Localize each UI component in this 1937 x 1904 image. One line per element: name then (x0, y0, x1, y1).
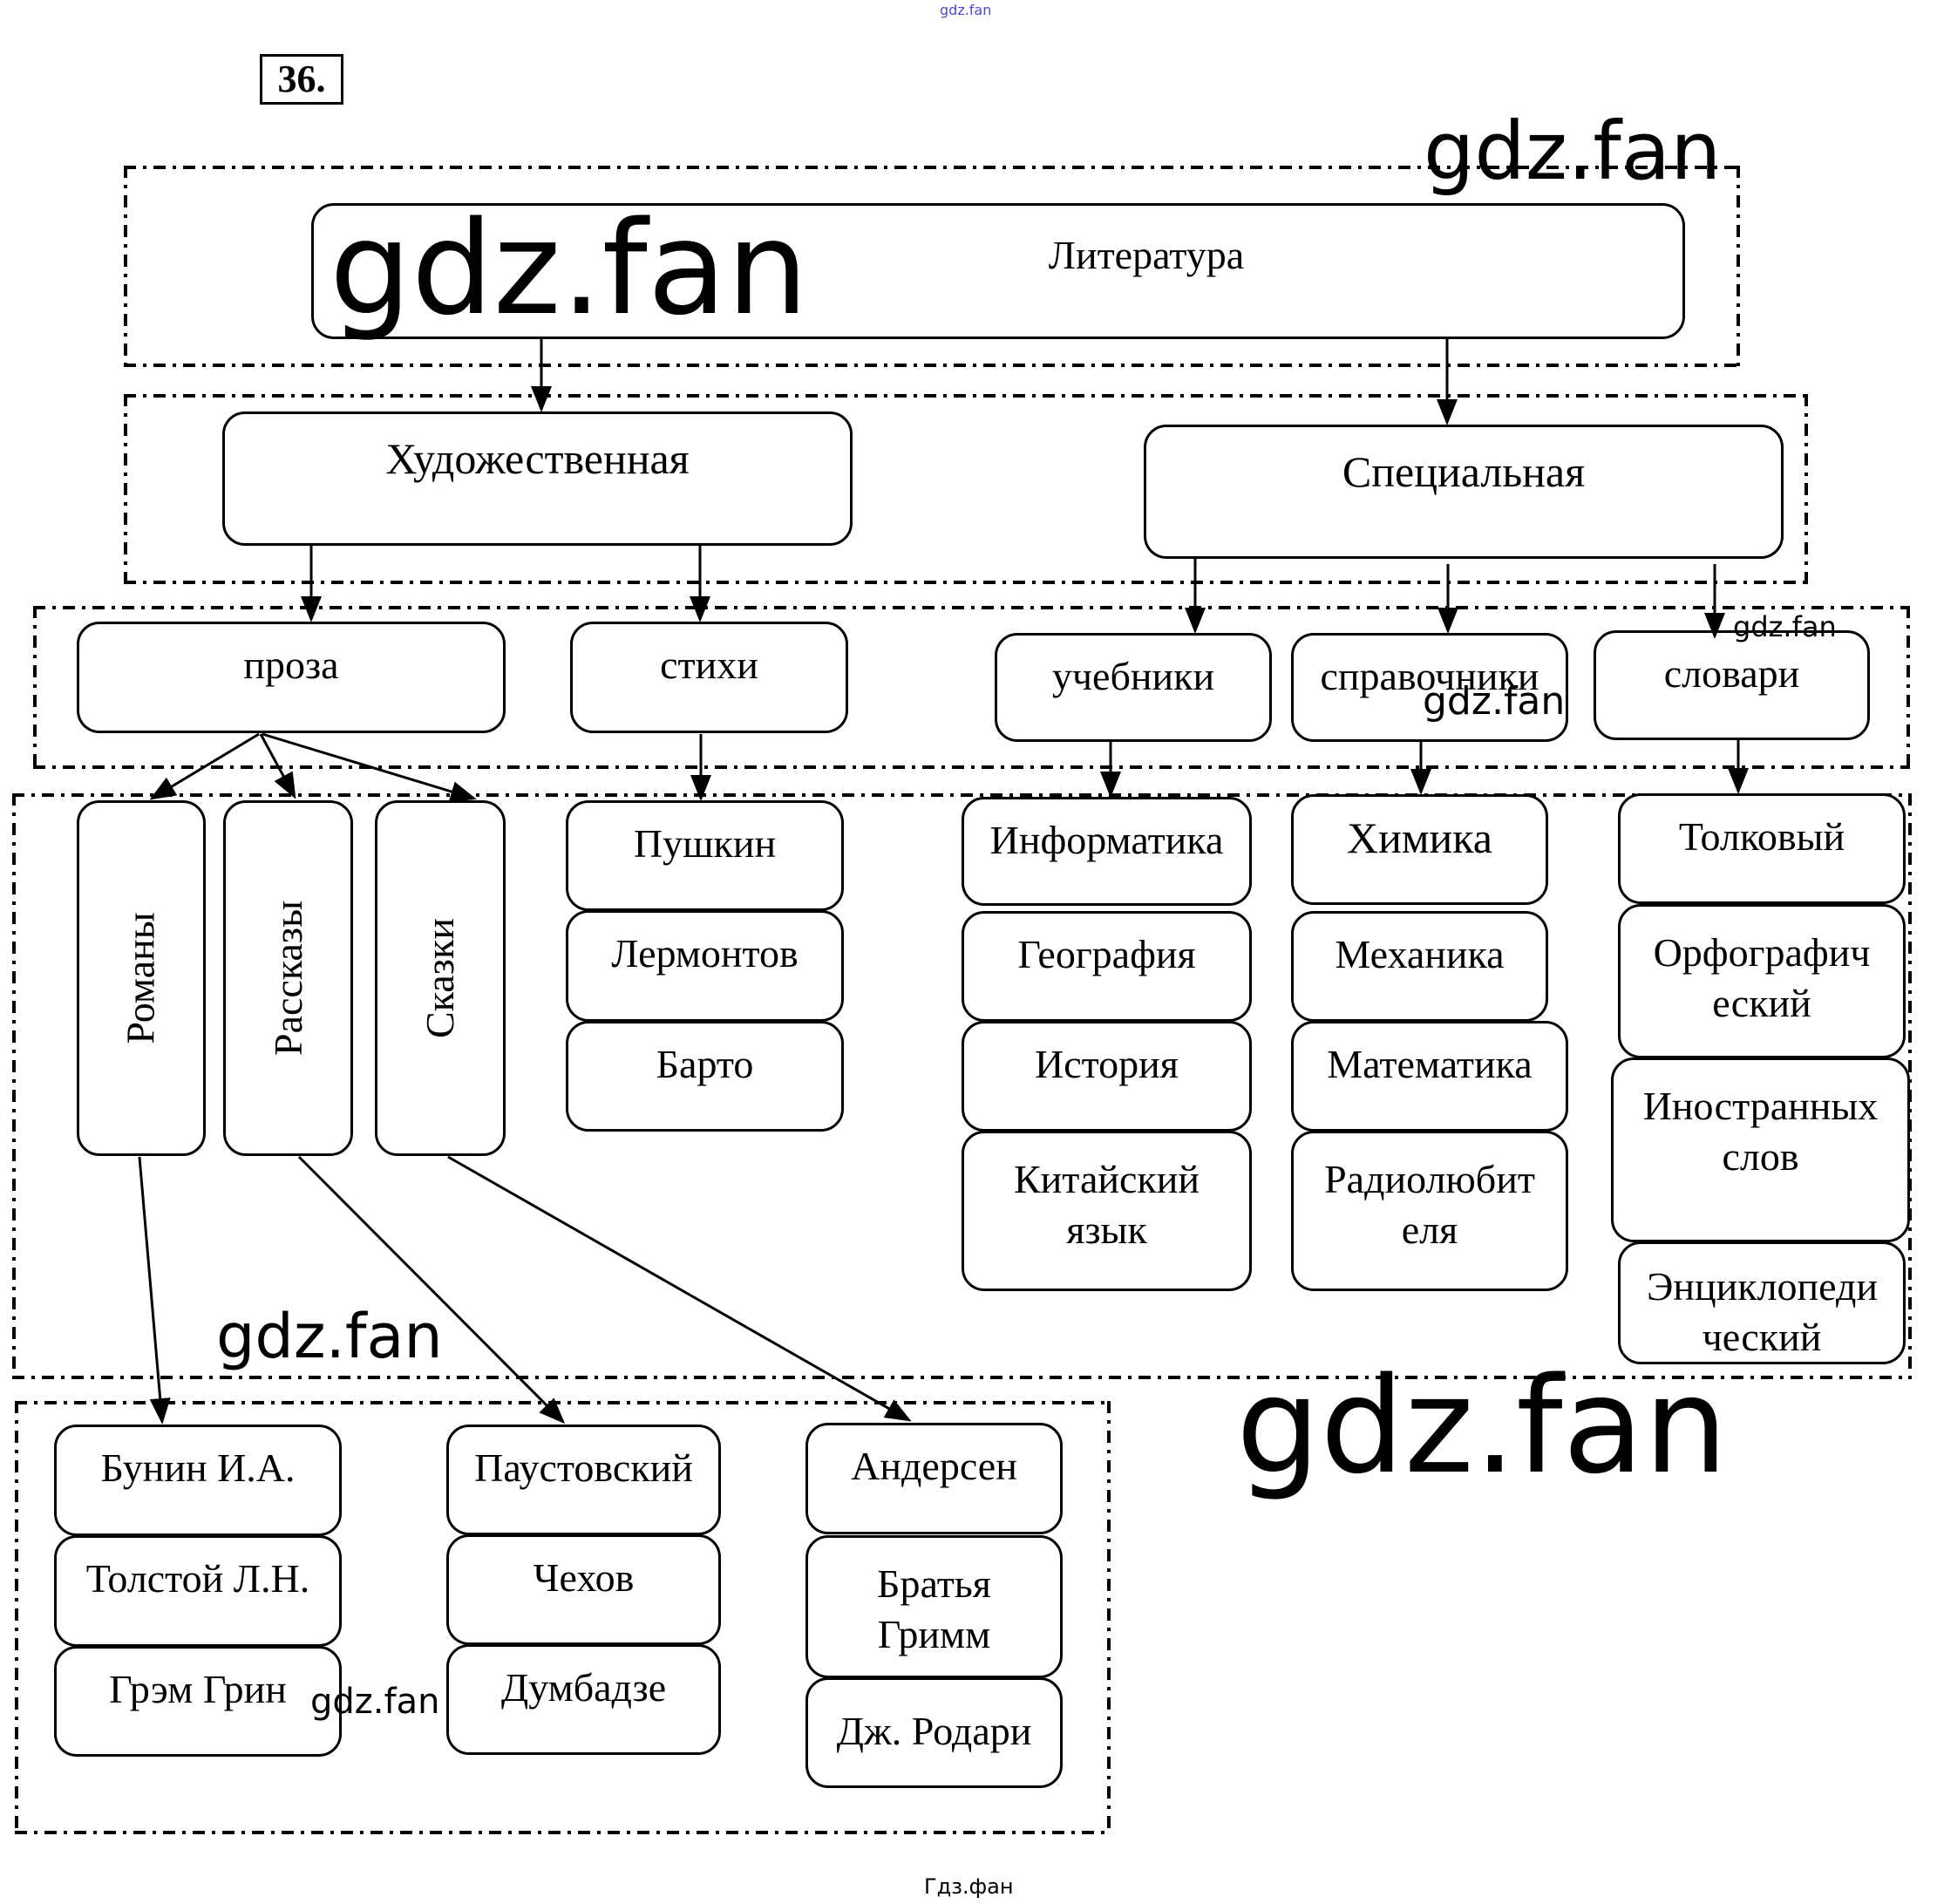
node-textbook-subject-label: География (1017, 932, 1196, 976)
node-tale-author[interactable]: Андерсен (805, 1423, 1063, 1534)
watermark-middle-right: gdz.fan (1236, 1349, 1729, 1503)
node-stories[interactable]: Рассказы (223, 800, 353, 1156)
footer-watermark: Гдз.фан (924, 1874, 1014, 1899)
node-story-author[interactable]: Паустовский (446, 1425, 721, 1535)
node-dictionaries-label: словари (1663, 651, 1800, 696)
node-special-label: Специальная (1342, 447, 1586, 496)
node-dictionary-type[interactable]: Орфографич еский (1618, 904, 1906, 1058)
node-reference-item-label: Математика (1327, 1042, 1533, 1086)
node-prose-label: проза (243, 643, 339, 687)
node-textbook-subject-label: Информатика (989, 818, 1224, 862)
node-textbook-subject[interactable]: География (962, 911, 1252, 1022)
node-dictionary-type[interactable]: Толковый (1618, 793, 1906, 904)
node-stories-label: Рассказы (265, 901, 310, 1056)
node-novels[interactable]: Романы (77, 800, 206, 1156)
node-reference-item[interactable]: Радиолюбит еля (1291, 1131, 1568, 1291)
node-tale-author[interactable]: Дж. Родари (805, 1677, 1063, 1788)
watermark-middle-left: gdz.fan (216, 1301, 443, 1372)
node-story-author[interactable]: Чехов (446, 1534, 721, 1645)
node-poet[interactable]: Лермонтов (566, 910, 844, 1022)
node-tale-author-label: Андерсен (851, 1444, 1017, 1488)
node-prose[interactable]: проза (77, 622, 506, 733)
node-dictionary-type-label: Орфографич еский (1653, 930, 1871, 1025)
node-reference-item[interactable]: Математика (1291, 1021, 1568, 1132)
node-novel-author-label: Грэм Грин (109, 1667, 287, 1711)
node-novel-author[interactable]: Толстой Л.Н. (54, 1535, 342, 1647)
node-textbook-subject-label: Китайский язык (1014, 1157, 1200, 1252)
node-story-author-label: Думбадзе (500, 1665, 667, 1710)
node-references[interactable]: справочники (1291, 633, 1568, 742)
node-reference-item[interactable]: Механика (1291, 911, 1548, 1022)
node-textbook-subject[interactable]: История (962, 1021, 1252, 1132)
node-tales-label: Сказки (417, 918, 462, 1038)
node-poet[interactable]: Барто (566, 1021, 844, 1132)
watermark-references: gdz.fan (1423, 679, 1566, 724)
node-novel-author[interactable]: Бунин И.А. (54, 1425, 342, 1536)
node-tale-author[interactable]: Братья Гримм (805, 1535, 1063, 1678)
node-novel-author-label: Бунин И.А. (100, 1445, 296, 1490)
watermark-dictionaries: gdz.fan (1733, 610, 1837, 643)
node-dictionary-type-label: Энциклопеди ческий (1647, 1264, 1878, 1359)
node-story-author-label: Чехов (533, 1555, 635, 1600)
node-fiction-label: Художественная (385, 434, 690, 483)
node-novel-author-label: Толстой Л.Н. (85, 1556, 310, 1601)
node-dictionaries[interactable]: словари (1594, 630, 1870, 740)
node-reference-item-label: Химика (1347, 813, 1492, 862)
watermark-top-small: gdz.fan (940, 2, 992, 18)
node-poet-label: Пушкин (633, 821, 777, 866)
node-reference-item-label: Радиолюбит еля (1324, 1157, 1535, 1252)
node-tales[interactable]: Сказки (375, 800, 506, 1156)
watermark-root-box: gdz.fan (330, 194, 809, 343)
node-story-author[interactable]: Думбадзе (446, 1644, 721, 1755)
node-literature-label: Литература (1048, 233, 1245, 277)
node-tale-author-label: Братья Гримм (877, 1561, 991, 1656)
node-references-label: справочники (1320, 654, 1539, 698)
node-tale-author-label: Дж. Родари (836, 1709, 1032, 1753)
node-textbook-subject[interactable]: Китайский язык (962, 1131, 1252, 1291)
node-reference-item-label: Механика (1335, 932, 1505, 976)
problem-number: 36. (260, 54, 343, 105)
node-dictionary-type-label: Иностранных слов (1642, 1084, 1879, 1179)
node-novels-label: Романы (119, 912, 164, 1044)
node-textbook-subject[interactable]: Информатика (962, 797, 1252, 906)
node-story-author-label: Паустовский (474, 1445, 693, 1490)
node-poems-label: стихи (660, 643, 758, 687)
node-dictionary-type[interactable]: Энциклопеди ческий (1618, 1241, 1906, 1364)
node-fiction[interactable]: Художественная (222, 411, 853, 546)
node-textbook-subject-label: История (1035, 1042, 1179, 1086)
node-special[interactable]: Специальная (1144, 425, 1784, 559)
node-dictionary-type-label: Толковый (1678, 814, 1845, 859)
node-literature[interactable]: Литература (311, 203, 1685, 339)
node-textbooks-label: учебники (1051, 654, 1215, 698)
node-novel-author[interactable]: Грэм Грин (54, 1646, 342, 1757)
node-poems[interactable]: стихи (570, 622, 848, 733)
node-poet[interactable]: Пушкин (566, 800, 844, 911)
node-reference-item[interactable]: Химика (1291, 794, 1548, 905)
node-textbooks[interactable]: учебники (995, 633, 1272, 742)
watermark-bottom-left: gdz.fan (310, 1682, 440, 1722)
node-poet-label: Барто (656, 1042, 754, 1086)
node-poet-label: Лермонтов (611, 931, 799, 976)
watermark-top-right: gdz.fan (1424, 105, 1722, 198)
node-dictionary-type[interactable]: Иностранных слов (1611, 1057, 1910, 1242)
